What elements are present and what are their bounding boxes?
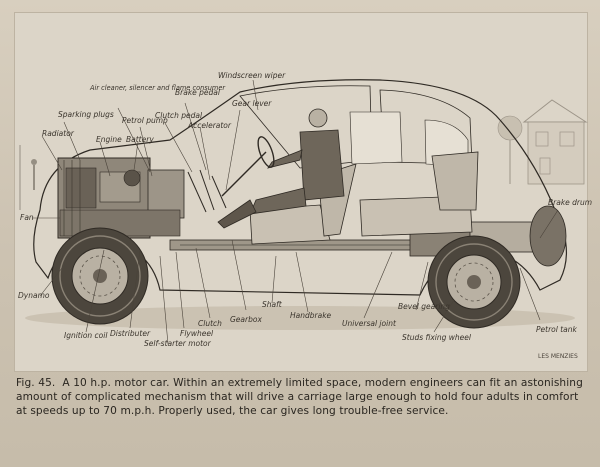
background-pedestrians <box>19 145 37 210</box>
spare-wheel <box>529 205 567 267</box>
label-clutch-pedal: Clutch pedal <box>155 111 203 120</box>
figure-number: Fig. 45. <box>16 377 56 389</box>
front-wheel <box>51 227 149 325</box>
label-sparking-plugs: Sparking plugs <box>58 110 114 119</box>
engine-block <box>57 157 185 239</box>
label-shaft: Shaft <box>262 300 283 309</box>
label-self-starter-motor: Self-starter motor <box>144 339 212 348</box>
label-universal-joint: Universal joint <box>342 319 397 328</box>
label-clutch: Clutch <box>198 319 222 328</box>
pedals <box>187 169 227 213</box>
rear-wheel <box>427 235 521 329</box>
figure-caption: Fig. 45.A 10 h.p. motor car. Within an e… <box>16 376 591 419</box>
label-accelerator: Accelerator <box>187 121 232 130</box>
steering-wheel <box>221 136 275 197</box>
label-bevel-gearing: Bevel gearing <box>398 302 450 311</box>
label-dynamo: Dynamo <box>18 291 50 300</box>
label-petrol-pump: Petrol pump <box>122 116 168 125</box>
driver-figure <box>217 108 345 229</box>
label-battery: Battery <box>126 135 154 144</box>
label-petrol-tank: Petrol tank <box>536 325 578 334</box>
label-handbrake: Handbrake <box>290 311 332 320</box>
label-air-cleaner: Air cleaner, silencer and flame consumer <box>89 84 226 92</box>
label-gearbox: Gearbox <box>230 315 262 324</box>
label-gear-lever: Gear lever <box>232 99 272 108</box>
leader-lines <box>32 79 559 345</box>
label-distributor: Distributer <box>110 329 151 338</box>
background-house <box>497 99 588 185</box>
label-windscreen-wiper: Windscreen wiper <box>218 71 286 80</box>
label-fan: Fan <box>20 213 34 222</box>
artist-signature: LES MENZIES <box>538 353 578 360</box>
caption-text: A 10 h.p. motor car. Within an extremely… <box>16 377 583 418</box>
part-labels: Windscreen wiper Air cleaner, silencer a… <box>18 71 592 348</box>
label-studs-fixing-wheel: Studs fixing wheel <box>402 333 472 342</box>
label-engine: Engine <box>96 135 122 144</box>
label-radiator: Radiator <box>42 129 75 138</box>
label-ignition-coil: Ignition coil <box>64 331 108 340</box>
label-flywheel: Flywheel <box>180 329 214 338</box>
label-brake-pedal: Brake pedal <box>175 88 221 97</box>
label-brake-drum: Brake drum <box>548 198 592 207</box>
ground-shadow <box>25 306 575 330</box>
